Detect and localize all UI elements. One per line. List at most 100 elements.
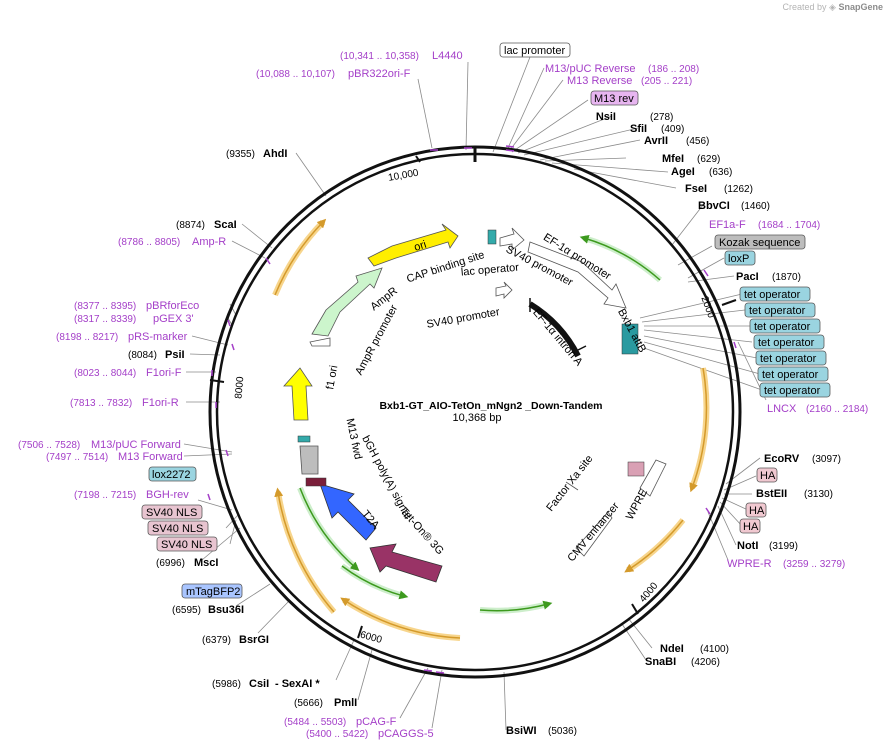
- enzyme-name: AhdI: [263, 148, 287, 160]
- enzyme-pos: (3199): [769, 541, 798, 552]
- plasmid-length: 10,368 bp: [453, 412, 502, 424]
- tet-operator-box-6: [757, 366, 829, 382]
- ori-arrow: [367, 223, 459, 267]
- ef1a-promoter-arrow: [527, 241, 627, 309]
- enzyme-name: NotI: [737, 540, 758, 552]
- cmv-enhancer-label: CMV enhancer: [565, 500, 622, 564]
- enzyme-name: AgeI: [671, 166, 695, 178]
- backbone-outer-ring: [208, 145, 742, 679]
- sv40-nls-label-2: SV40 NLS: [152, 523, 203, 535]
- enzyme-name: EcoRV: [764, 453, 800, 465]
- f1-ori-label: f1 ori: [324, 364, 340, 390]
- enzyme-pos: (409): [661, 124, 684, 135]
- mtagbfp2-box: [181, 583, 243, 599]
- primer-range: (2160 .. 2184): [806, 404, 868, 415]
- primer-name: pCAGGS-5: [378, 728, 434, 740]
- ha-label-2: HA: [749, 505, 765, 517]
- enzyme-name: PmlI: [334, 697, 357, 709]
- enzyme-pos: (8084): [128, 350, 157, 361]
- ef1a-intron-label: EF-1α intron A: [530, 307, 585, 369]
- primer-name: M13/pUC Reverse: [545, 63, 635, 75]
- tick-10000: [415, 155, 421, 163]
- primer-range: (205 .. 221): [641, 76, 692, 87]
- orf-arrow-right-1: [689, 367, 708, 493]
- orf-arrow-ampr: [274, 218, 327, 296]
- sv40-nls-box-1: [141, 504, 203, 520]
- enzyme-name: NdeI: [660, 643, 684, 655]
- ampr-promoter-arrow: [309, 337, 331, 347]
- lac-promoter-box: [499, 42, 571, 58]
- enzyme-name: MfeI: [662, 153, 684, 165]
- m13-rev-label: M13 rev: [594, 93, 634, 105]
- ampr-arrow: [311, 267, 383, 337]
- enzyme-name: BstEII: [756, 488, 787, 500]
- orf-arrow-left: [274, 487, 335, 613]
- primer-name: M13 Reverse: [567, 75, 632, 87]
- tick-6000: [357, 625, 363, 639]
- enzyme-pos: (5666): [294, 698, 323, 709]
- enzyme-name: AvrII: [644, 135, 668, 147]
- enzyme-name: SnaBI: [645, 656, 676, 668]
- tick-8000: [209, 379, 225, 383]
- boxed-labels: lac promoter M13 rev Kozak sequence loxP…: [141, 42, 831, 599]
- tet-operator-box-5: [755, 350, 827, 366]
- green-arrow-bfp: [341, 565, 409, 600]
- enzyme-pos: (4100): [700, 644, 729, 655]
- credit-prefix: Created by: [782, 2, 827, 12]
- primer-name: L4440: [432, 50, 463, 62]
- primer-range: (7506 .. 7528): [18, 440, 80, 451]
- plasmid-name: Bxb1-GT_AIO-TetOn_mNgn2 _Down-Tandem: [379, 400, 602, 412]
- primer-name: F1ori-F: [146, 367, 182, 379]
- loxp-label: loxP: [728, 253, 749, 265]
- enzyme-pos: (456): [686, 136, 709, 147]
- kozak-label: Kozak sequence: [719, 237, 800, 249]
- green-arrow-bottom: [479, 600, 553, 612]
- ha-tag-cluster: [627, 461, 645, 477]
- enzyme-pos: (1460): [741, 201, 770, 212]
- ori-label: ori: [413, 239, 428, 254]
- m13-rev-box: [590, 90, 639, 106]
- enzyme-pos: (1870): [772, 272, 801, 283]
- primer-name: M13/pUC Forward: [91, 439, 181, 451]
- tet-operator-box-3: [749, 318, 821, 334]
- tet-operator-label-4: tet operator: [758, 337, 815, 349]
- sv40-nls-box-3: [156, 536, 218, 552]
- tet-operator-label-1: tet operator: [744, 289, 801, 301]
- sv40-promoter-arrow: [499, 227, 525, 251]
- enzyme-pos: (636): [709, 167, 732, 178]
- primer-name: LNCX: [767, 403, 797, 415]
- enzyme-labels: NsiI (278) SfiI (409) AvrII (456) MfeI (…: [128, 111, 841, 737]
- primer-labels: (10,341 .. 10,358) L4440 (10,088 .. 10,1…: [18, 50, 868, 740]
- orf-arrow-bottom: [340, 597, 461, 639]
- orf-arc-ampr: [272, 219, 326, 297]
- snapgene-credit: Created by ◈ SnapGene: [783, 2, 884, 13]
- primer-range: (8377 .. 8395): [74, 301, 136, 312]
- lox2272-box: [148, 466, 197, 482]
- lac-promoter-label: lac promoter: [504, 45, 565, 57]
- primer-name: BGH-rev: [146, 489, 189, 501]
- primer-range: (7813 .. 7832): [70, 398, 132, 409]
- enzyme-name: PacI: [736, 271, 759, 283]
- enzyme-name: CsiI: [249, 678, 269, 690]
- wpre-box: [639, 459, 667, 497]
- primer-range: (7497 .. 7514): [46, 452, 108, 463]
- primer-range: (10,088 .. 10,107): [256, 69, 335, 80]
- primer-name: M13 Forward: [118, 451, 183, 463]
- enzyme-name: BsrGI: [239, 634, 269, 646]
- ha-box-3: [739, 518, 761, 534]
- primer-range: (10,341 .. 10,358): [340, 51, 419, 62]
- primer-name: EF1a-F: [709, 219, 746, 231]
- ha-box-1: [756, 467, 778, 483]
- enzyme-pos: (3097): [812, 454, 841, 465]
- enzyme-pos: (278): [650, 112, 673, 123]
- primer-range: (5400 .. 5422): [306, 729, 368, 740]
- sv40-nls-cluster: [305, 477, 327, 487]
- sv40-promoter-inner-arrow: [495, 281, 513, 299]
- primer-range: (8198 .. 8217): [56, 332, 118, 343]
- sv40-nls-label-1: SV40 NLS: [146, 507, 197, 519]
- enzyme-pos: (6595): [172, 605, 201, 616]
- enzyme-name: MscI: [194, 557, 218, 569]
- tet-operator-label-2: tet operator: [749, 305, 806, 317]
- lac-operator-label: lac operator: [460, 262, 519, 279]
